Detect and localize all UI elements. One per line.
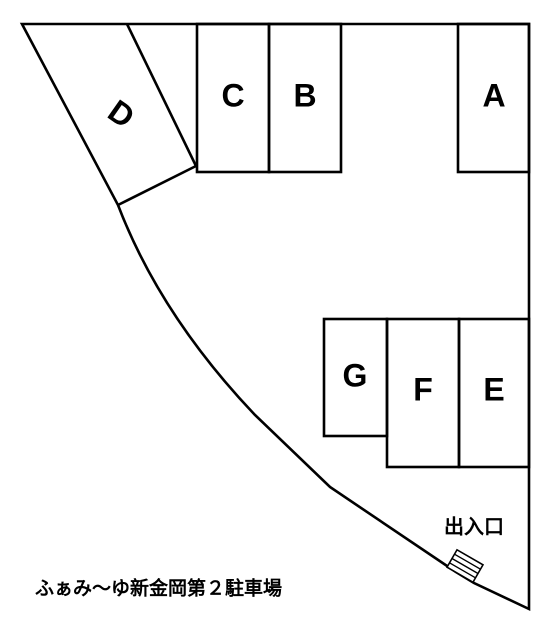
spot-label-a: A — [482, 77, 505, 113]
spot-label-e: E — [483, 371, 504, 407]
lot-name: ふぁみ〜ゆ新金岡第２駐車場 — [35, 577, 282, 600]
spot-label-g: G — [343, 357, 368, 393]
entrance-steps-icon — [445, 548, 485, 584]
parking-spot-c[interactable]: C — [195, 22, 271, 174]
parking-spot-e[interactable]: E — [457, 317, 531, 469]
parking-spot-a[interactable]: A — [456, 22, 531, 174]
parking-spot-d[interactable]: D — [102, 23, 198, 207]
lot-boundary — [19, 22, 531, 612]
spot-label-b: B — [293, 77, 316, 113]
parking-spot-b[interactable]: B — [267, 22, 343, 174]
spot-label-c: C — [221, 77, 244, 113]
parking-spot-f[interactable]: F — [385, 317, 461, 469]
entrance-label: 出入口 — [444, 515, 504, 539]
parking-spot-g[interactable]: G — [322, 317, 389, 438]
spot-label-f: F — [413, 371, 433, 407]
spot-label-d: D — [102, 93, 142, 136]
